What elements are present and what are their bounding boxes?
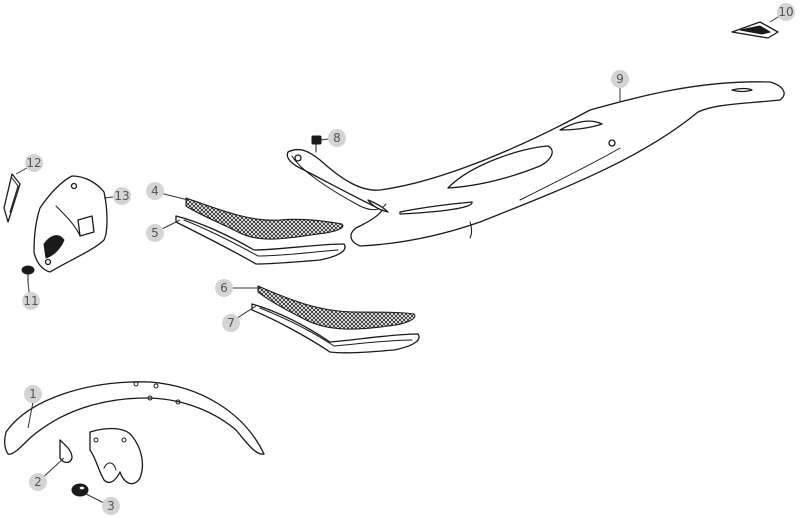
bolt-part-8 <box>311 135 322 153</box>
callout-13-label: 13 <box>114 189 129 203</box>
callout-9-label: 9 <box>616 72 624 86</box>
callout-6-label: 6 <box>220 281 228 295</box>
callout-7: 7 <box>222 314 240 332</box>
callout-5-label: 5 <box>151 226 159 240</box>
callout-11: 11 <box>22 292 40 310</box>
side-fairing-part <box>286 81 785 247</box>
screw-part-11 <box>21 265 35 283</box>
callout-4: 4 <box>146 182 164 200</box>
callout-12: 12 <box>25 154 43 172</box>
callout-2: 2 <box>29 473 47 491</box>
mesh-grille-lower <box>257 285 416 330</box>
callout-1-label: 1 <box>29 387 37 401</box>
callout-3: 3 <box>102 497 120 515</box>
callout-8: 8 <box>328 129 346 147</box>
emblem-part-12 <box>3 173 21 223</box>
mudguard-part-1 <box>4 381 265 455</box>
callout-11-label: 11 <box>23 294 38 308</box>
callout-10: 10 <box>777 3 795 21</box>
bracket-part-2 <box>59 427 144 485</box>
callout-12-label: 12 <box>26 156 41 170</box>
callout-13: 13 <box>113 187 131 205</box>
callout-leaders <box>15 11 787 506</box>
callout-9: 9 <box>611 70 629 88</box>
callout-2-label: 2 <box>34 475 42 489</box>
side-cover-part-13 <box>33 175 108 273</box>
callout-7-label: 7 <box>227 316 235 330</box>
grille-frame-upper <box>175 215 346 265</box>
callout-1: 1 <box>24 385 42 403</box>
callout-6: 6 <box>215 279 233 297</box>
callout-10-label: 10 <box>778 5 793 19</box>
mesh-grille-upper <box>185 197 344 240</box>
grille-frame-lower <box>251 303 420 354</box>
callout-8-label: 8 <box>333 131 341 145</box>
clip-part-10 <box>731 21 779 39</box>
clamp-part-3 <box>71 483 89 497</box>
callout-4-label: 4 <box>151 184 159 198</box>
callout-3-label: 3 <box>107 499 115 513</box>
callout-5: 5 <box>146 224 164 242</box>
